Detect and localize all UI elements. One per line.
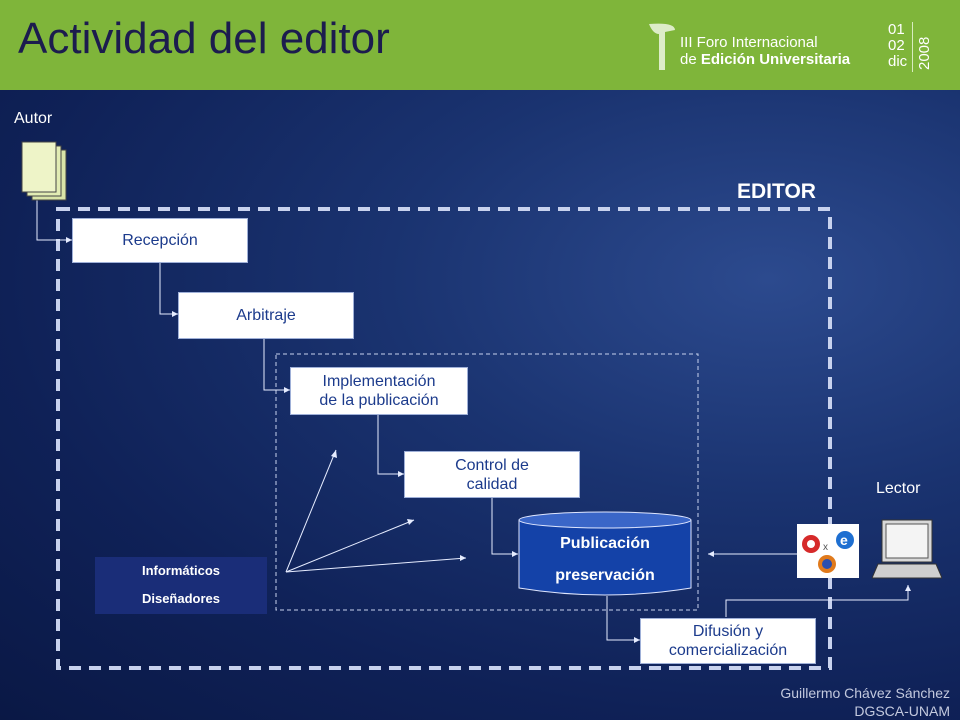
step-implementacion: Implementación de la publicación bbox=[290, 367, 468, 415]
browsers-icon: x e bbox=[797, 524, 859, 578]
svg-text:e: e bbox=[840, 532, 848, 548]
forum-line-2-bold: Edición Universitaria bbox=[700, 51, 851, 68]
svg-text:x: x bbox=[823, 542, 828, 553]
forum-line-2-prefix: de bbox=[680, 51, 701, 68]
forum-dates: 01 02 dic bbox=[888, 22, 907, 70]
role-disenadores: Diseñadores bbox=[141, 591, 221, 606]
date-day-2: 02 bbox=[888, 37, 905, 54]
background bbox=[0, 90, 960, 720]
footer-org: DGSCA-UNAM bbox=[854, 703, 950, 719]
step-arbitraje: Arbitraje bbox=[178, 292, 354, 339]
date-day-1: 01 bbox=[888, 21, 905, 38]
autor-label: Autor bbox=[14, 110, 53, 127]
slide-title: Actividad del editor bbox=[18, 14, 390, 63]
forum-name: III Foro Internacional de Edición Univer… bbox=[680, 34, 850, 68]
step-implementacion-line-1: Implementación bbox=[322, 373, 436, 390]
step-difusion: Difusión y comercialización bbox=[640, 618, 816, 664]
documents-icon bbox=[21, 141, 67, 201]
step-publicacion-line-1: Publicación bbox=[560, 535, 650, 552]
step-control-line-2: calidad bbox=[466, 475, 518, 493]
step-implementacion-line-2: de la publicación bbox=[319, 392, 439, 409]
step-recepcion-label: Recepción bbox=[122, 232, 198, 249]
date-divider bbox=[912, 22, 913, 72]
laptop-icon bbox=[872, 519, 942, 579]
footer-author: Guillermo Chávez Sánchez bbox=[780, 685, 950, 701]
step-publicacion: Publicación preservación bbox=[517, 528, 693, 592]
step-control-calidad: Control de calidad bbox=[404, 451, 580, 498]
footer-credit: Guillermo Chávez Sánchez DGSCA-UNAM bbox=[780, 684, 950, 720]
step-arbitraje-label: Arbitraje bbox=[236, 307, 296, 324]
step-control-line-1: Control de bbox=[455, 456, 529, 474]
publicacion-database-icon bbox=[518, 511, 692, 596]
date-month: dic bbox=[888, 53, 908, 70]
lector-label: Lector bbox=[876, 480, 921, 497]
step-difusion-line-1: Difusión y bbox=[692, 623, 764, 640]
step-recepcion: Recepción bbox=[72, 218, 248, 263]
forum-line-2: de Edición Universitaria bbox=[680, 51, 850, 68]
forum-line-1: III Foro Internacional bbox=[680, 34, 818, 51]
header-bar: Actividad del editor III Foro Internacio… bbox=[0, 0, 960, 90]
step-difusion-line-2: comercialización bbox=[668, 642, 788, 659]
step-publicacion-line-2: preservación bbox=[555, 567, 655, 584]
roles-box: Informáticos Diseñadores bbox=[95, 557, 267, 614]
editor-label: EDITOR bbox=[737, 180, 816, 203]
role-informaticos: Informáticos bbox=[141, 563, 220, 578]
forum-logo-icon bbox=[649, 23, 675, 71]
